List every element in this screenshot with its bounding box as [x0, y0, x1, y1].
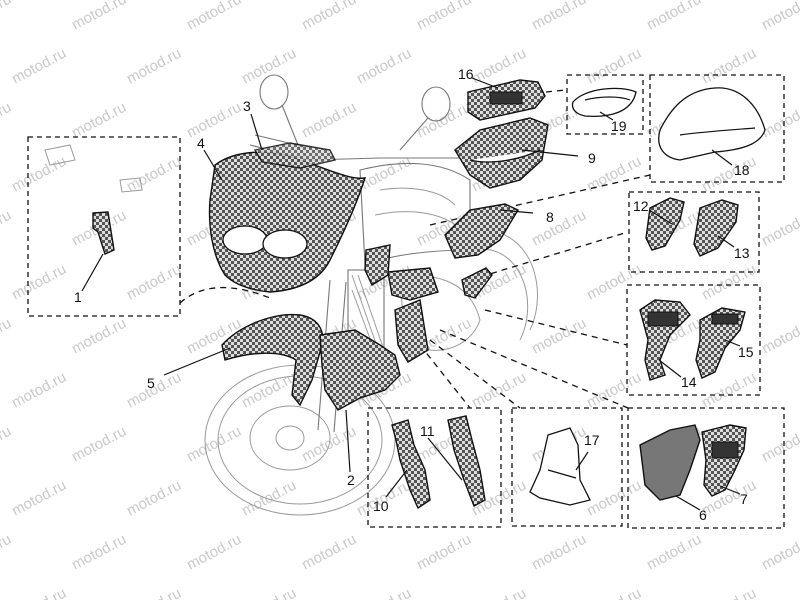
callout-10: 10: [373, 498, 389, 514]
callout-7: 7: [740, 491, 748, 507]
part-11-fork-cover: [447, 415, 486, 507]
callout-12: 12: [633, 198, 649, 214]
callout-6: 6: [699, 507, 707, 523]
callout-19: 19: [611, 118, 627, 134]
part-4-front-fairing: [208, 151, 367, 293]
part-19-seat-cowl: [571, 87, 637, 118]
callout-15: 15: [738, 344, 754, 360]
callout-3: 3: [243, 98, 251, 114]
callout-11: 11: [420, 423, 435, 439]
callout-1: 1: [74, 289, 82, 305]
part-7-side-cover: [701, 424, 747, 497]
part-6-side-cover: [639, 424, 701, 501]
leader-lines: [81, 77, 741, 511]
callout-18: 18: [734, 162, 750, 178]
callout-16: 16: [458, 66, 474, 82]
part-side-vents: [364, 244, 493, 363]
callout-9: 9: [588, 150, 596, 166]
part-5-front-mudguard: [221, 313, 324, 407]
callout-8: 8: [546, 209, 554, 225]
part-10-fork-cover: [391, 419, 431, 510]
callout-14: 14: [681, 374, 697, 390]
callout-13: 13: [734, 245, 750, 261]
callout-17: 17: [584, 432, 600, 448]
part-16-tail-cover: [467, 79, 546, 121]
part-15-side-piece: [695, 307, 746, 379]
part-9-tail-side-panel: [454, 117, 549, 189]
part-3-windscreen-panel: [253, 142, 337, 169]
part-12-panel: [645, 197, 685, 251]
part-13-panel: [693, 199, 739, 257]
part-14-side-piece: [639, 299, 691, 381]
callout-4: 4: [197, 135, 205, 151]
callout-5: 5: [147, 375, 155, 391]
part-2-belly-pan: [319, 329, 401, 411]
callout-2: 2: [347, 472, 355, 488]
part-18-seat: [658, 87, 766, 161]
callout-numbers: 1 2 3 4 5 6 7 8 9 10 11 12 13 14 15 16 1…: [74, 66, 754, 523]
part-17-lower-cover: [529, 427, 591, 506]
part-1-bracket: [92, 211, 115, 255]
part-8-tank-side-cover: [444, 203, 520, 259]
detail-boxes: [27, 74, 785, 529]
